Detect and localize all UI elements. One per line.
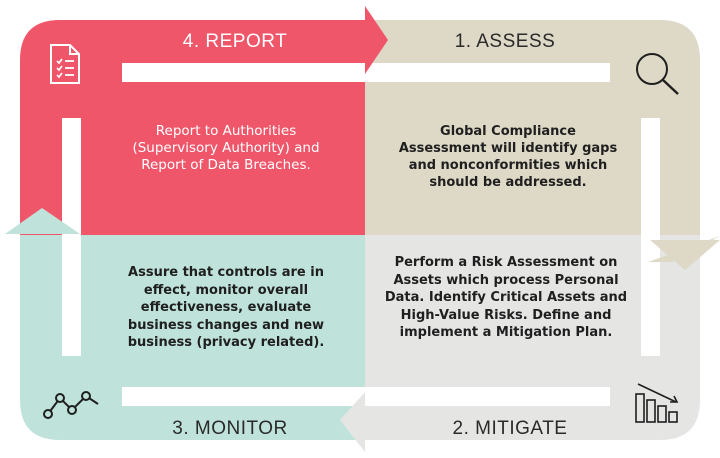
declining-bar-chart-icon bbox=[635, 383, 679, 423]
mitigate-text: Perform a Risk Assessment on Assets whic… bbox=[384, 255, 628, 340]
report-title: 4. REPORT bbox=[182, 31, 288, 52]
bottom-track bbox=[122, 387, 610, 406]
mitigate-title: 2. MITIGATE bbox=[452, 418, 568, 439]
assess-text: Global Compliance Assessment will identi… bbox=[398, 124, 618, 190]
arrow-monitor-to-report bbox=[5, 208, 80, 234]
arrow-assess-to-mitigate-head bbox=[650, 240, 720, 270]
report-text: Report to Authorities (Supervisory Autho… bbox=[132, 123, 320, 173]
monitor-title: 3. MONITOR bbox=[172, 418, 288, 439]
line-graph-nodes-icon bbox=[43, 391, 99, 419]
right-track bbox=[641, 118, 660, 356]
arrow-report-to-assess bbox=[365, 6, 388, 74]
arrow-mitigate-to-monitor bbox=[340, 392, 365, 452]
left-track bbox=[62, 118, 81, 356]
document-checklist-icon bbox=[50, 44, 80, 84]
assess-title: 1. ASSESS bbox=[454, 31, 556, 52]
monitor-text: Assure that controls are in effect, moni… bbox=[127, 265, 325, 350]
magnifier-icon bbox=[636, 53, 679, 95]
